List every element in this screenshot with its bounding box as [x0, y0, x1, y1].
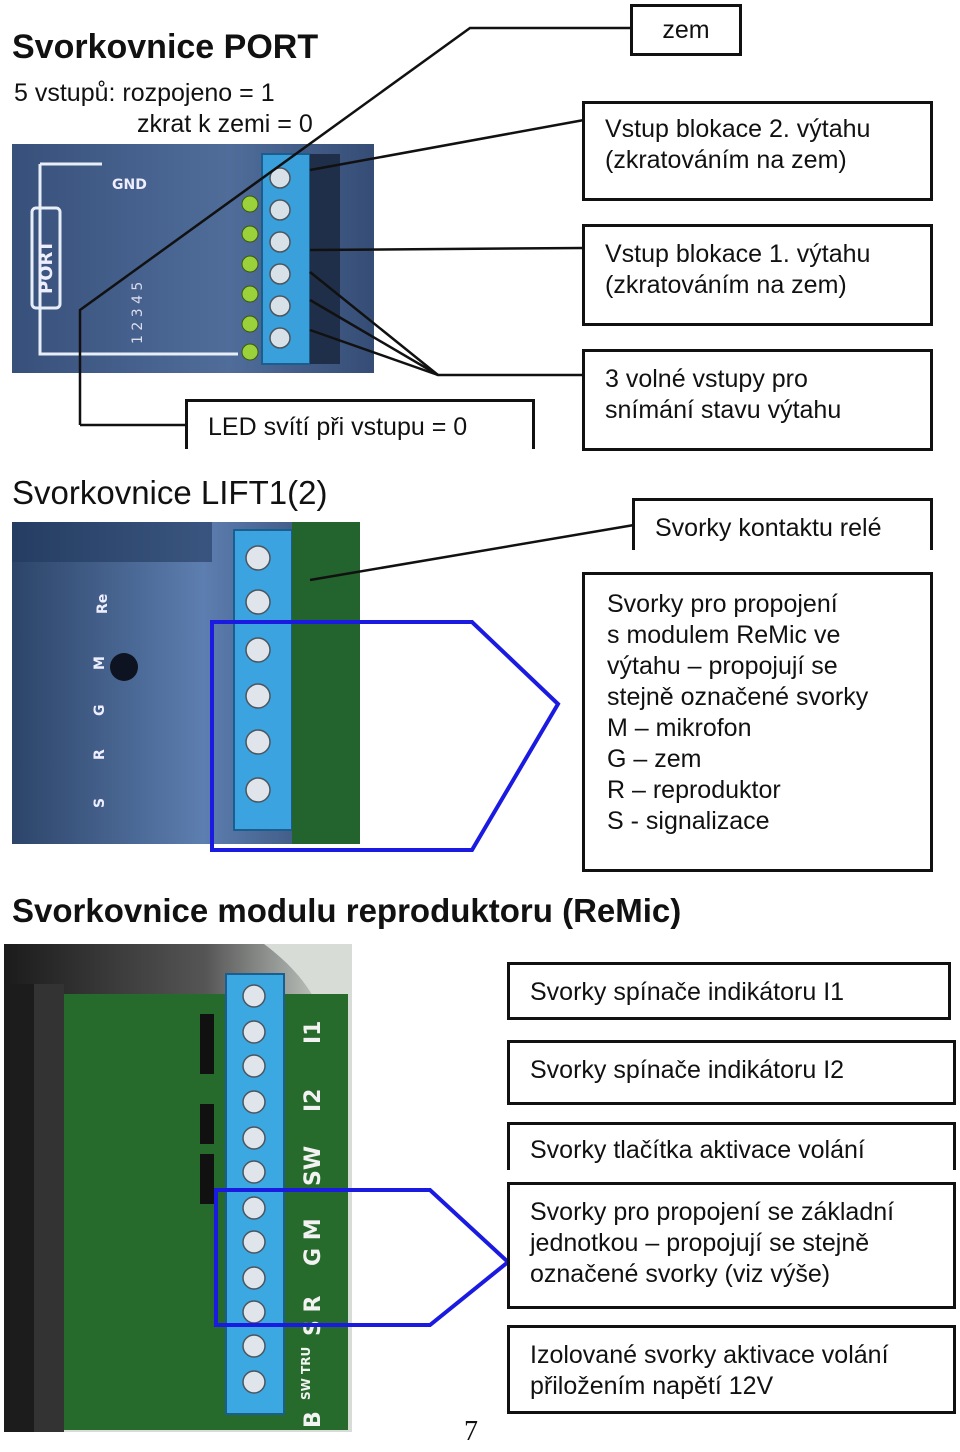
- port-desc-line2: zkrat k zemi = 0: [137, 110, 313, 138]
- callout-isolated: Izolované svorky aktivace volání přilože…: [507, 1325, 956, 1414]
- callout-zem: zem: [630, 4, 742, 56]
- callout-block2: Vstup blokace 2. výtahu (zkratováním na …: [582, 101, 933, 201]
- port-photo-label-gnd: GND: [112, 177, 147, 193]
- callout-block1: Vstup blokace 1. výtahu (zkratováním na …: [582, 224, 933, 326]
- remic-bracket-svg: [214, 1188, 512, 1327]
- callout-i2: Svorky spínače indikátoru I2: [507, 1040, 956, 1105]
- remic-link-line8: S - signalizace: [607, 807, 770, 835]
- callout-free-inputs: 3 volné vstupy pro snímání stavu výtahu: [582, 349, 933, 451]
- callout-base-link: Svorky pro propojení se základní jednotk…: [507, 1182, 956, 1309]
- base-link-line1: Svorky pro propojení se základní: [530, 1198, 895, 1226]
- callout-block1-line2: (zkratováním na zem): [605, 271, 847, 299]
- callout-block1-line1: Vstup blokace 1. výtahu: [605, 240, 871, 268]
- base-link-line3: označené svorky (viz výše): [530, 1260, 831, 1288]
- remic-link-line2: s modulem ReMic ve: [607, 621, 841, 649]
- lift-photo-label-m: M: [92, 656, 108, 670]
- port-photo-label-numbers: 1 2 3 4 5: [130, 282, 146, 344]
- lift-title: Svorkovnice LIFT1(2): [12, 474, 328, 511]
- callout-free-inputs-line2: snímání stavu výtahu: [605, 396, 842, 424]
- remic-photo-label-b: B: [301, 1411, 326, 1428]
- port-photo: PORT GND 1 2 3 4 5: [12, 144, 374, 373]
- page-number: 7: [464, 1416, 478, 1447]
- remic-link-line3: výtahu – propojují se: [607, 652, 838, 680]
- remic-photo-label-i1: I1: [301, 1021, 326, 1045]
- port-photo-label-port: PORT: [36, 239, 57, 294]
- lift-remic-bracket: [210, 620, 561, 852]
- led-note-box: LED svítí při vstupu = 0: [185, 399, 535, 449]
- remic-link-line5: M – mikrofon: [607, 714, 752, 742]
- callout-block2-line1: Vstup blokace 2. výtahu: [605, 115, 871, 143]
- lift-callout-lines: [210, 523, 635, 852]
- lift-photo-label-r: R: [92, 749, 108, 760]
- lift-photo-label-re: Re: [95, 594, 111, 614]
- remic-photo-label-sr: S R: [301, 1295, 326, 1336]
- remic-photo-label-i2: I2: [301, 1089, 326, 1113]
- callout-block2-line2: (zkratováním na zem): [605, 146, 847, 174]
- remic-photo-label-sw: SW: [301, 1146, 326, 1186]
- callout-i1: Svorky spínače indikátoru I1: [507, 962, 951, 1020]
- port-title: Svorkovnice PORT: [12, 28, 319, 66]
- remic-photo: I1 I2 SW G M S R SW TRU B: [4, 944, 352, 1432]
- callout-relay: Svorky kontaktu relé: [632, 498, 933, 550]
- lift-photo-label-s: S: [92, 798, 108, 808]
- callout-free-inputs-line1: 3 volné vstupy pro: [605, 365, 808, 393]
- base-link-line2: jednotkou – propojují se stejně: [530, 1229, 870, 1257]
- remic-link-line4: stejně označené svorky: [607, 683, 869, 711]
- port-callout-lines: [78, 26, 632, 427]
- callout-remic-link: Svorky pro propojení s modulem ReMic ve …: [582, 572, 933, 872]
- isolated-line1: Izolované svorky aktivace volání: [530, 1341, 889, 1369]
- remic-base-bracket: [214, 1188, 512, 1327]
- remic-link-line1: Svorky pro propojení: [607, 590, 838, 618]
- isolated-line2: přiložením napětí 12V: [530, 1372, 774, 1400]
- lift-photo-label-g: G: [92, 705, 108, 717]
- remic-link-line6: G – zem: [607, 745, 702, 773]
- remic-link-line7: R – reproduktor: [607, 776, 781, 804]
- callout-call-button: Svorky tlačítka aktivace volání: [507, 1122, 956, 1170]
- remic-title: Svorkovnice modulu reproduktoru (ReMic): [12, 892, 682, 929]
- remic-photo-label-swtru: SW TRU: [299, 1347, 313, 1400]
- lift-photo: Re M G R S: [12, 522, 360, 844]
- port-desc-line1: 5 vstupů: rozpojeno = 1: [14, 79, 275, 107]
- remic-photo-label-gm: G M: [301, 1218, 326, 1266]
